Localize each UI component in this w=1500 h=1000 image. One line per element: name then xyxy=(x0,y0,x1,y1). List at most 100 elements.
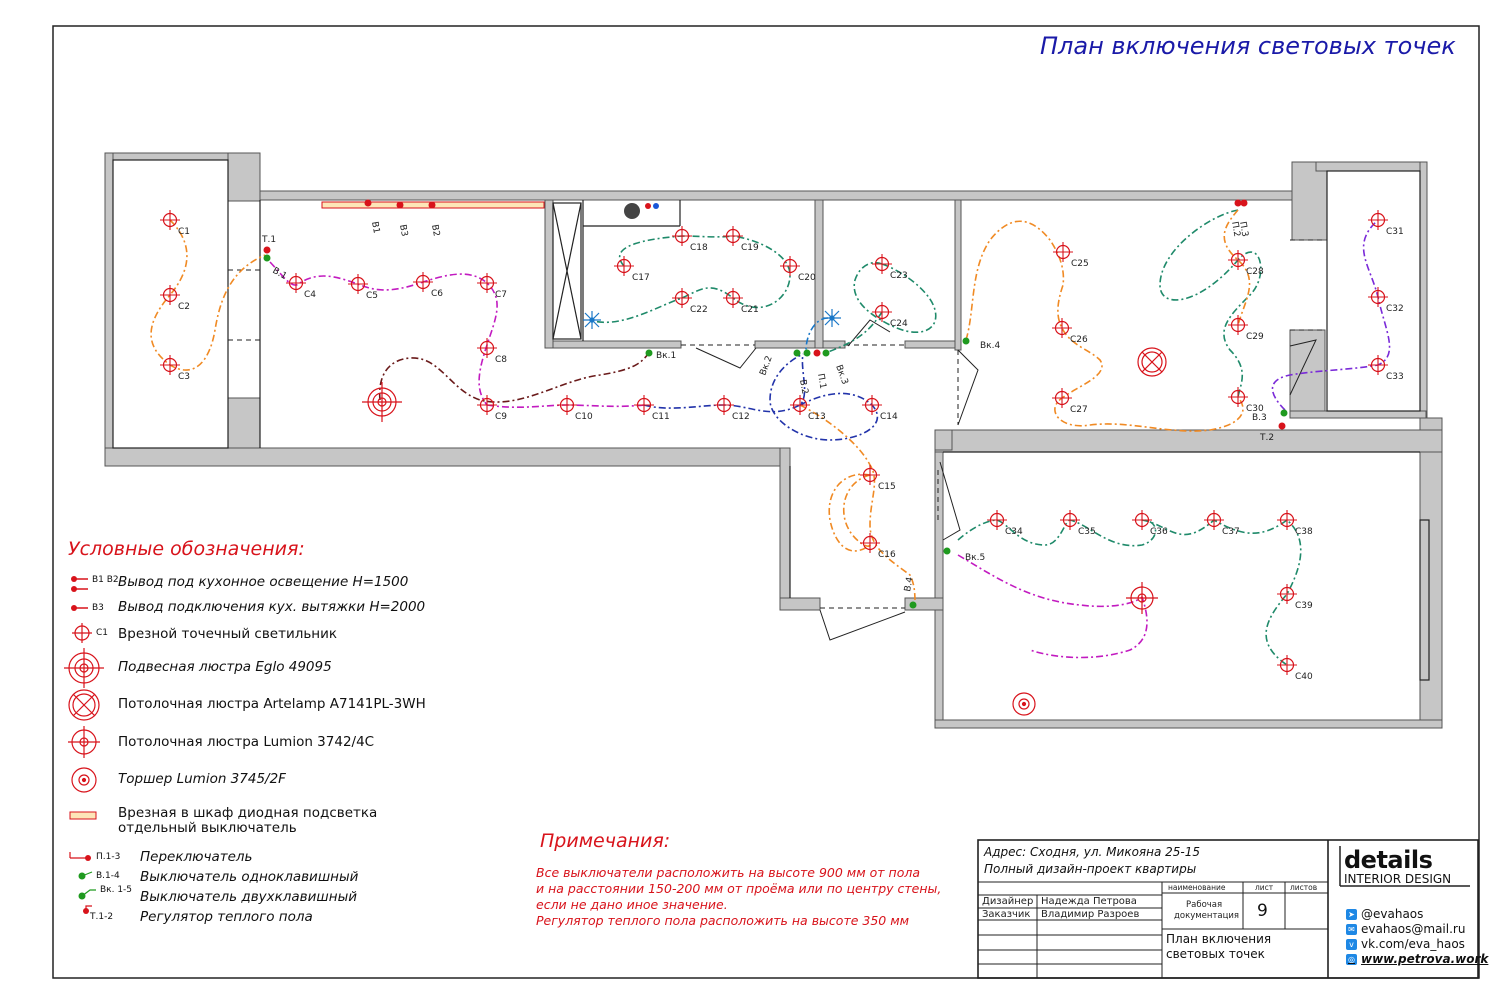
switch-label: В3 xyxy=(397,224,409,237)
tb-sheet-title-2: световых точек xyxy=(1166,947,1265,961)
spotlight-icon: С24 xyxy=(872,302,908,329)
spotlight-icon: С17 xyxy=(614,256,650,283)
legend-item-kitchen-output: Вывод под кухонное освещение Н=1500 xyxy=(118,574,409,590)
fixture-label: С21 xyxy=(741,305,759,315)
switch-icon: П.1 xyxy=(813,349,828,390)
logo-subtitle: INTERIOR DESIGN xyxy=(1344,872,1452,886)
fixture-label: С12 xyxy=(732,412,750,422)
telegram-icon: ➤ xyxy=(1346,908,1357,920)
legend-symbols xyxy=(64,576,104,914)
legend-switch-double: Выключатель двухклавишный xyxy=(140,889,358,905)
fixture-label: С37 xyxy=(1222,527,1240,537)
legend-floor-lamp-icon xyxy=(71,767,97,793)
switch-label: Вк.5 xyxy=(965,553,985,563)
spotlight-icon: С34 xyxy=(987,510,1023,537)
spotlight-icon: С30 xyxy=(1228,387,1264,414)
legend-switch-toggle: Переключатель xyxy=(140,849,253,865)
vk-icon: v xyxy=(1346,938,1357,950)
fixture-label: С7 xyxy=(495,290,507,300)
fixture-label: С13 xyxy=(808,412,826,422)
legend-lumion-icon xyxy=(68,726,100,758)
spotlight-icon: С23 xyxy=(872,254,908,281)
spotlight-icon: С11 xyxy=(634,395,670,422)
switch-label: В2 xyxy=(429,224,441,237)
notes-title: Примечания: xyxy=(540,830,671,852)
legend-artelamp-icon xyxy=(68,689,100,721)
legend-floor-heating-icon xyxy=(83,905,92,914)
spotlight-icon: С27 xyxy=(1052,388,1088,415)
legend-led-strip-icon xyxy=(69,811,97,820)
spotlight-icon: С37 xyxy=(1204,510,1240,537)
tb-doc-type-2: документация xyxy=(1174,911,1240,921)
spotlight-icon: С18 xyxy=(672,226,708,253)
chandelier-eglo-icon xyxy=(362,382,402,422)
legend-code-c1: С1 xyxy=(96,628,109,638)
fixture-label: С14 xyxy=(880,412,898,422)
legend-title: Условные обозначения: xyxy=(68,538,305,560)
switch-icon: Т.2 xyxy=(1259,422,1286,443)
fixture-label: С10 xyxy=(575,412,593,422)
spotlight-icon: С28 xyxy=(1228,250,1264,277)
page-title: План включения световых точек xyxy=(1040,32,1456,60)
tb-client-role: Заказчик xyxy=(982,909,1031,920)
spotlight-icon: С8 xyxy=(477,338,507,365)
spotlight-icon: С6 xyxy=(413,272,443,299)
legend-switch-single: Выключатель одноклавишный xyxy=(140,869,359,885)
switch-label: В.3 xyxy=(1252,413,1267,423)
legend-code-p: П.1-3 xyxy=(96,852,121,862)
switch-icon: В.3 xyxy=(1252,409,1288,423)
switch-icon: В.2 xyxy=(797,349,811,395)
tb-address: Адрес: Сходня, ул. Микояна 25-15 xyxy=(984,845,1201,859)
mail-icon: ✉ xyxy=(1346,923,1357,935)
spotlight-icon: С33 xyxy=(1368,355,1404,382)
tb-designer: Надежда Петрова xyxy=(1041,896,1137,907)
spotlight-icon: С36 xyxy=(1132,510,1168,537)
legend-single-switch-icon xyxy=(78,871,93,880)
tb-project: Полный дизайн-проект квартиры xyxy=(984,862,1197,876)
fixture-label: С26 xyxy=(1070,335,1088,345)
switch-label: В1 xyxy=(369,221,381,234)
fixture-label: С9 xyxy=(495,412,507,422)
tb-col-sheets: листов xyxy=(1290,883,1318,892)
spotlight-icon: С3 xyxy=(160,355,190,382)
fixture-label: С1 xyxy=(178,227,190,237)
switch-icon: В1 xyxy=(364,199,381,234)
fixture-label: С36 xyxy=(1150,527,1168,537)
notes-line-2: и на расстоянии 150-200 мм от проёма или… xyxy=(536,881,942,896)
spotlight-icon: С5 xyxy=(348,274,378,301)
switch-label: В.4 xyxy=(903,576,915,593)
contact-telegram[interactable]: ➤@evahaos xyxy=(1346,907,1423,921)
legend-toggle-switch-icon xyxy=(69,852,91,861)
switch-icon: П.2 xyxy=(1229,199,1242,238)
fixture-label: С38 xyxy=(1295,527,1313,537)
spotlight-icon: С12 xyxy=(714,395,750,422)
notes-line-3: если не дано иное значение. xyxy=(536,897,728,912)
fixture-label: С23 xyxy=(890,271,908,281)
switch-label: Вк.2 xyxy=(758,355,774,377)
legend-switch-heating: Регулятор теплого пола xyxy=(140,909,313,925)
tb-doc-type-1: Рабочая xyxy=(1186,900,1223,910)
contact-web[interactable]: ◎www.petrova.work xyxy=(1346,952,1489,966)
chandelier-lumion-icon xyxy=(1126,582,1158,614)
spotlight-icon: С2 xyxy=(160,285,190,312)
fixture-label: С2 xyxy=(178,302,190,312)
fixture-label: С3 xyxy=(178,372,190,382)
switch-icon: Вк.5 xyxy=(943,547,985,563)
fixture-label: С33 xyxy=(1386,372,1404,382)
legend-code-vk: Вк. 1-5 xyxy=(100,885,133,895)
fixture-label: С29 xyxy=(1246,332,1264,342)
legend-item-led-strip-2: отдельный выключатель xyxy=(118,820,297,836)
spotlight-icon: С21 xyxy=(723,288,759,315)
legend-item-led-strip: Врезная в шкаф диодная подсветка xyxy=(118,805,378,821)
legend-item-spotlight: Врезной точечный светильник xyxy=(118,626,338,642)
contact-mail[interactable]: ✉evahaos@mail.ru xyxy=(1346,922,1465,936)
spotlight-icon: С1 xyxy=(160,210,190,237)
chandelier-artelamp-icon xyxy=(1137,347,1167,377)
fixture-label: С27 xyxy=(1070,405,1088,415)
legend-item-lumion: Потолочная люстра Lumion 3742/4C xyxy=(118,734,375,750)
legend-double-switch-icon xyxy=(78,889,96,900)
spotlight-icon: С38 xyxy=(1277,510,1313,537)
fixture-label: С15 xyxy=(878,482,896,492)
